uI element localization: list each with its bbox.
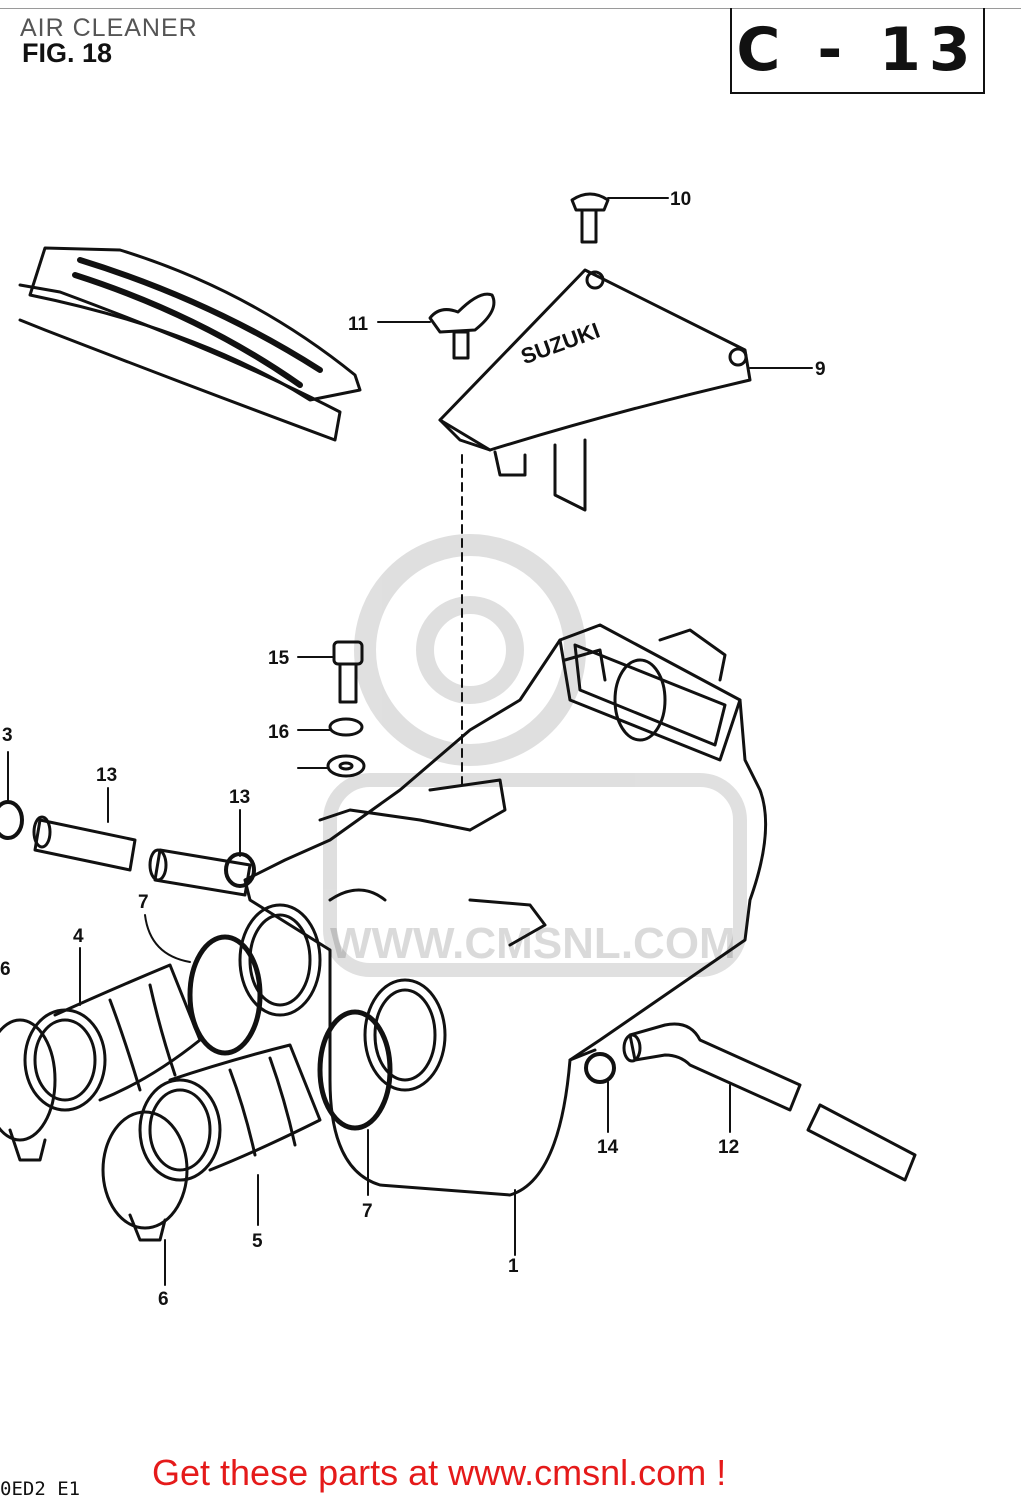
washer-15 bbox=[328, 717, 364, 737]
callout-6: 6 bbox=[0, 959, 11, 980]
air-cleaner-cover: SUZUKI bbox=[438, 268, 752, 512]
callout-11: 12 bbox=[718, 1137, 739, 1158]
callout-4: 4 bbox=[73, 926, 84, 947]
callout-12: 13 bbox=[96, 765, 117, 786]
band-ring-7 bbox=[187, 934, 393, 1131]
page-title: AIR CLEANER bbox=[20, 14, 198, 42]
leader-lines bbox=[7, 197, 813, 1286]
hose-clip-3 bbox=[0, 800, 24, 840]
callout-13: 13 bbox=[229, 787, 250, 808]
callout-10: 11 bbox=[348, 314, 369, 335]
section-code: C - 13 bbox=[730, 8, 985, 94]
callout-13b: 14 bbox=[597, 1137, 619, 1158]
callout-5: 5 bbox=[252, 1231, 263, 1252]
callout-7: 7 bbox=[138, 892, 149, 913]
watermark-logo bbox=[323, 534, 747, 977]
hose-12 bbox=[32, 815, 252, 897]
promo-link[interactable]: Get these parts at www.cmsnl.com ! bbox=[152, 1452, 727, 1493]
top-rule bbox=[0, 8, 1021, 9]
drain-hose-11 bbox=[622, 1022, 917, 1182]
hose-clip-13b bbox=[584, 1052, 616, 1084]
callout-7b: 7 bbox=[362, 1201, 373, 1222]
callout-15: 16 bbox=[268, 722, 289, 743]
callout-6b: 6 bbox=[158, 1289, 169, 1310]
filter-element bbox=[18, 246, 362, 442]
intake-pipe-4 bbox=[23, 963, 202, 1112]
callouts: 10 11 9 15 16 3 13 13 7 4 6 14 12 7 5 1 … bbox=[0, 189, 826, 1310]
diagram-reference-code: 0ED2 E1 bbox=[0, 1478, 81, 1500]
bolt-14 bbox=[332, 640, 364, 704]
figure-label: FIG. 18 bbox=[22, 38, 113, 68]
wing-bolt-10 bbox=[428, 292, 496, 360]
washer-16 bbox=[326, 754, 366, 778]
callout-3: 3 bbox=[2, 725, 13, 746]
callout-8: 9 bbox=[815, 359, 826, 380]
clamp-6 bbox=[0, 1018, 189, 1242]
intake-pipe-5 bbox=[138, 1043, 322, 1182]
parts-diagram: WWW.CMSNL.COM SUZUKI bbox=[0, 189, 917, 1310]
callout-14: 15 bbox=[268, 648, 290, 669]
callout-1: 1 bbox=[508, 1256, 519, 1277]
watermark-text: WWW.CMSNL.COM bbox=[330, 919, 736, 968]
callout-9: 10 bbox=[670, 189, 691, 210]
air-cleaner-box bbox=[238, 623, 768, 1197]
screw-9 bbox=[570, 192, 610, 244]
